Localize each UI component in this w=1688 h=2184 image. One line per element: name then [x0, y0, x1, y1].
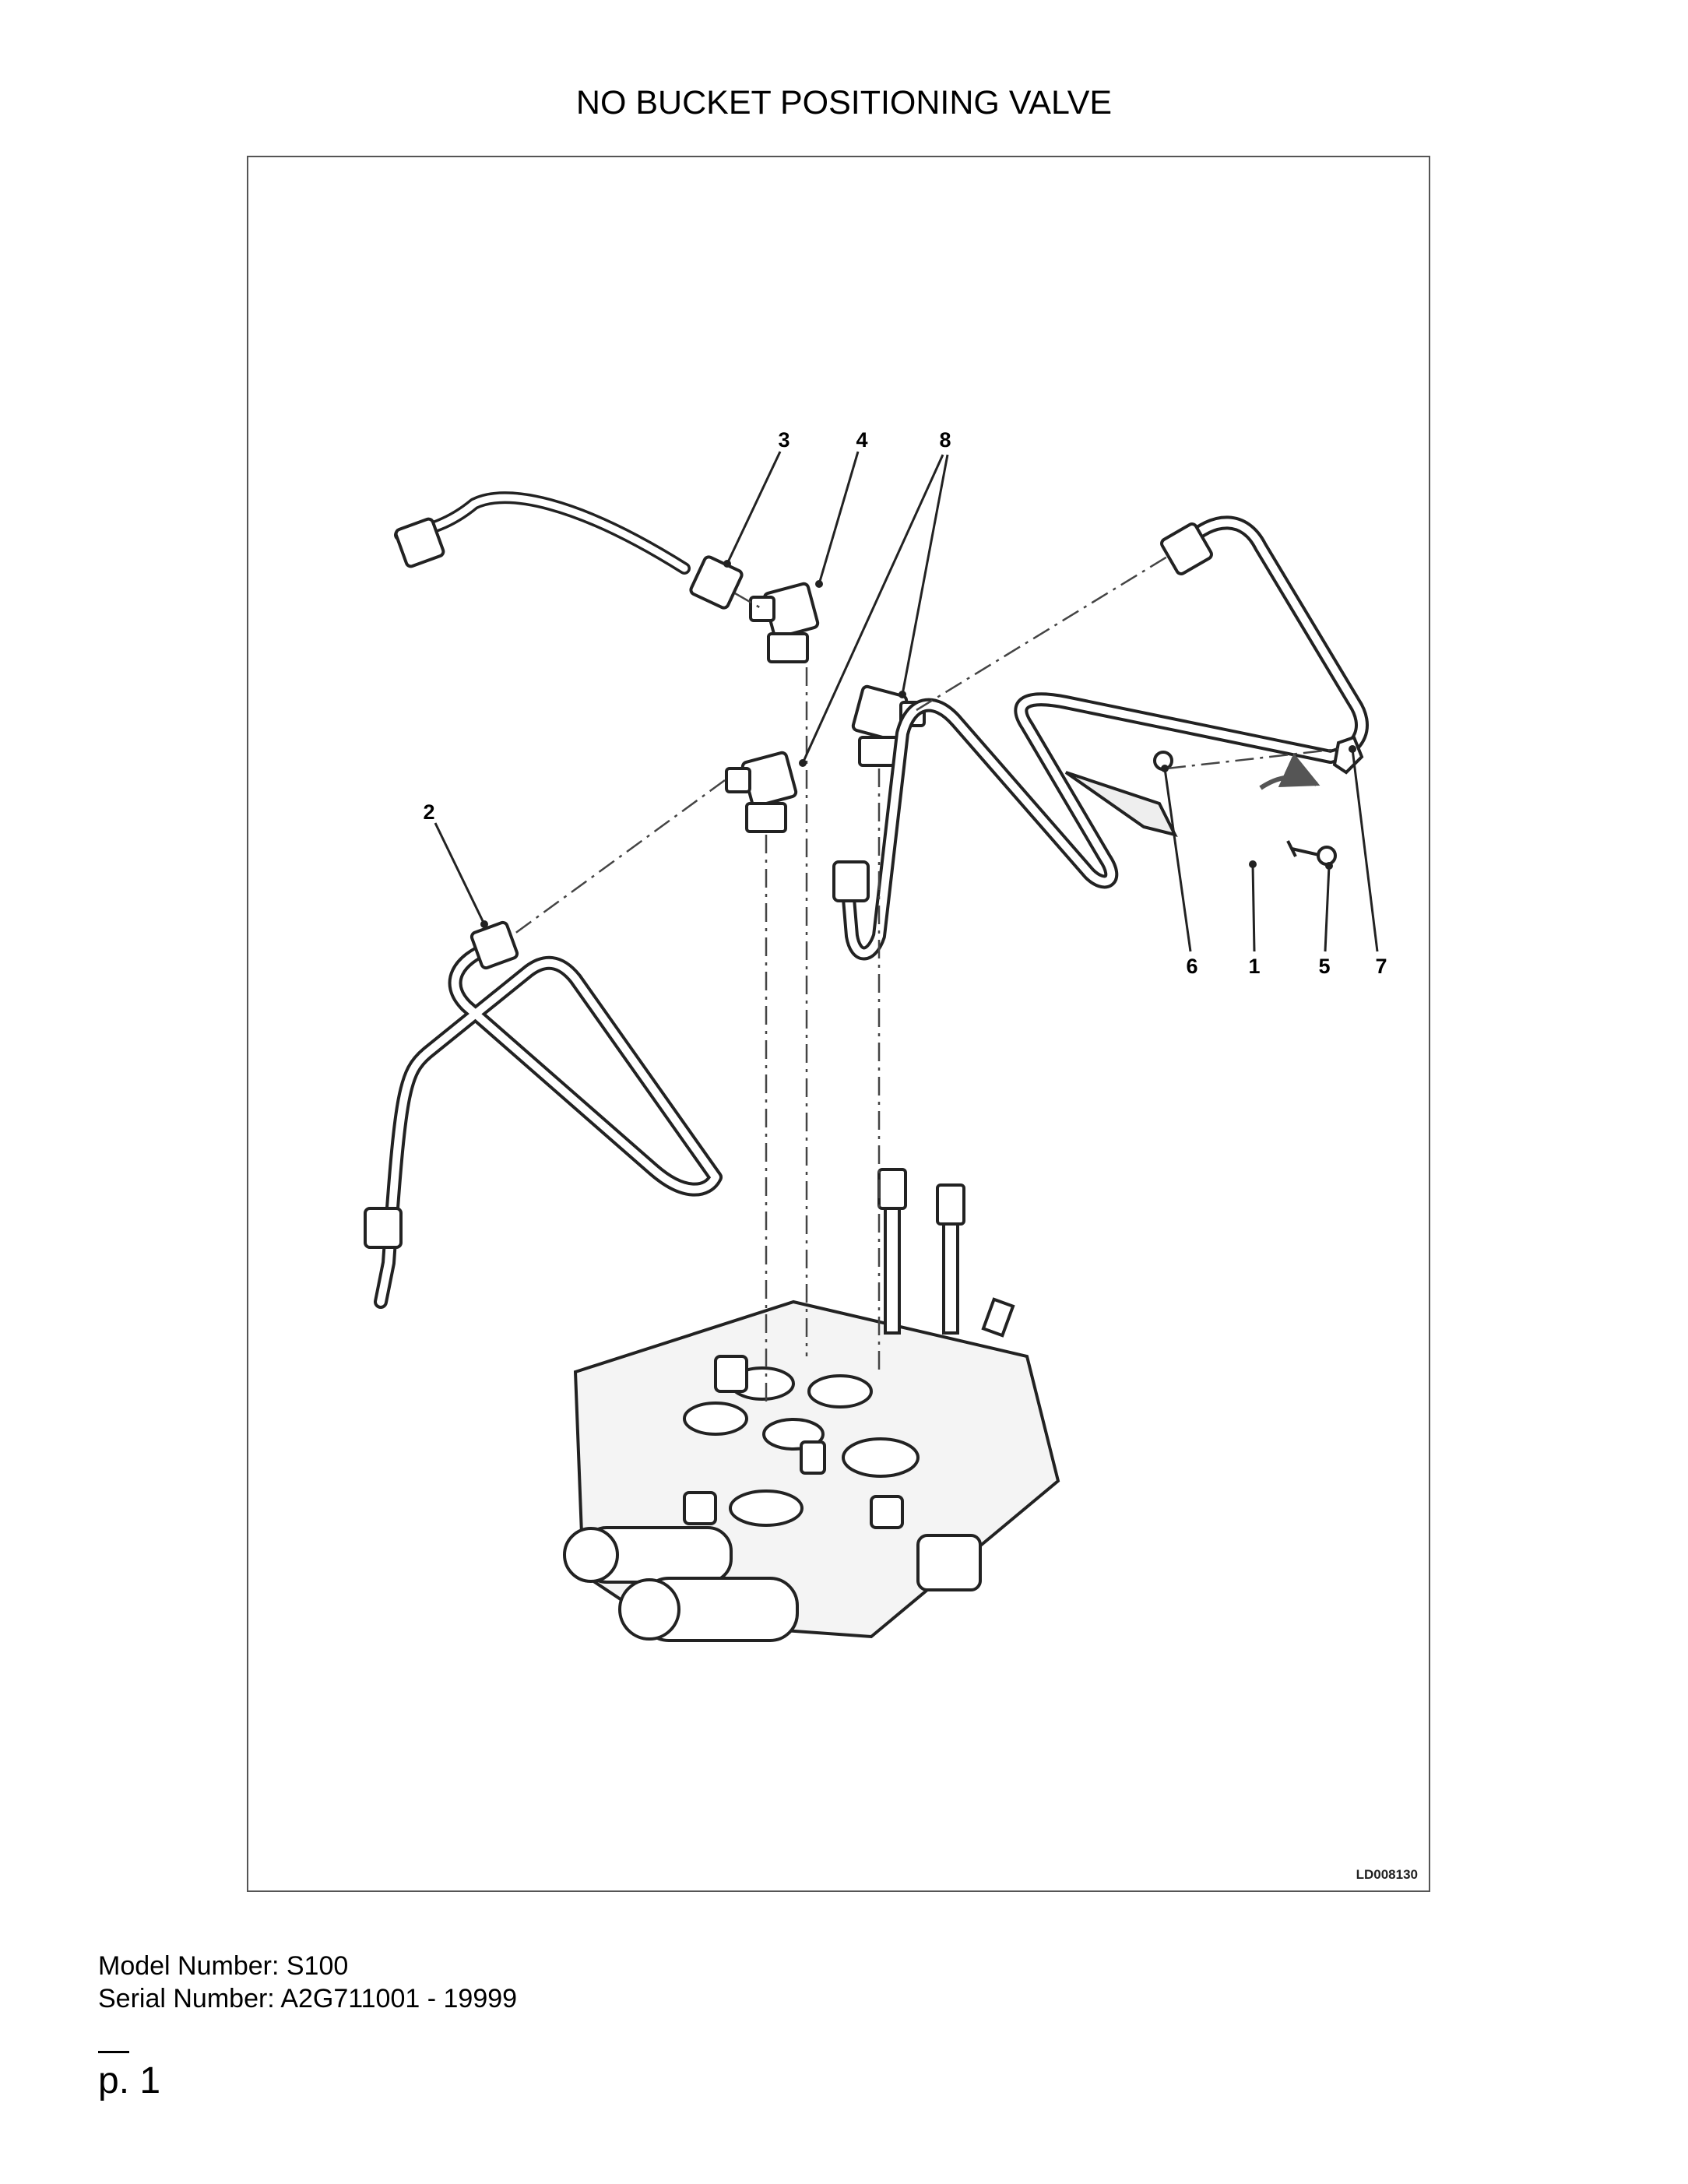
- clamp-7: [1332, 735, 1364, 775]
- callout-2: 2: [423, 800, 434, 824]
- hydraulic-tube-3: [394, 491, 691, 575]
- elbow-fitting-8b: [851, 684, 926, 767]
- parts-diagram-frame: 3 4 8 2 6 1 5 7 LD008130: [247, 156, 1430, 1892]
- figure-reference-code: LD008130: [1356, 1867, 1418, 1882]
- washer-5: [1317, 846, 1337, 866]
- elbow-fitting-8a: [725, 751, 798, 833]
- page-title: NO BUCKET POSITIONING VALVE: [575, 84, 1113, 121]
- tube-nut-2a: [469, 920, 519, 970]
- page-number: p. 1: [98, 2060, 161, 2101]
- serial-number: Serial Number: A2G711001 - 19999: [98, 1984, 518, 2013]
- callout-5: 5: [1318, 955, 1330, 978]
- tube-nut-3b: [689, 555, 744, 610]
- callout-3: 3: [778, 428, 789, 452]
- tube-nut-2b: [364, 1207, 403, 1249]
- parts-diagram: 3 4 8 2 6 1 5 7: [364, 428, 1387, 1642]
- model-number: Model Number: S100: [98, 1951, 349, 1981]
- model-serial-info: Model Number: S100 Serial Number: A2G711…: [98, 1950, 517, 2015]
- callout-6: 6: [1186, 955, 1197, 978]
- callout-1: 1: [1248, 955, 1260, 978]
- leader-lines: [434, 451, 1379, 952]
- hydraulic-tube-2: [374, 941, 723, 1309]
- alignment-lines: [511, 553, 1339, 1403]
- tube-nut-1b: [832, 860, 870, 902]
- callout-8: 8: [939, 428, 951, 452]
- tube-nut-1a: [1160, 522, 1213, 575]
- control-valve: [563, 1168, 1060, 1642]
- callout-7: 7: [1375, 955, 1387, 978]
- bolt: [1286, 840, 1320, 857]
- callout-4: 4: [856, 428, 867, 452]
- elbow-fitting-4: [749, 582, 820, 663]
- page-number-rule: [98, 2051, 129, 2053]
- tube-nut-3a: [394, 517, 445, 568]
